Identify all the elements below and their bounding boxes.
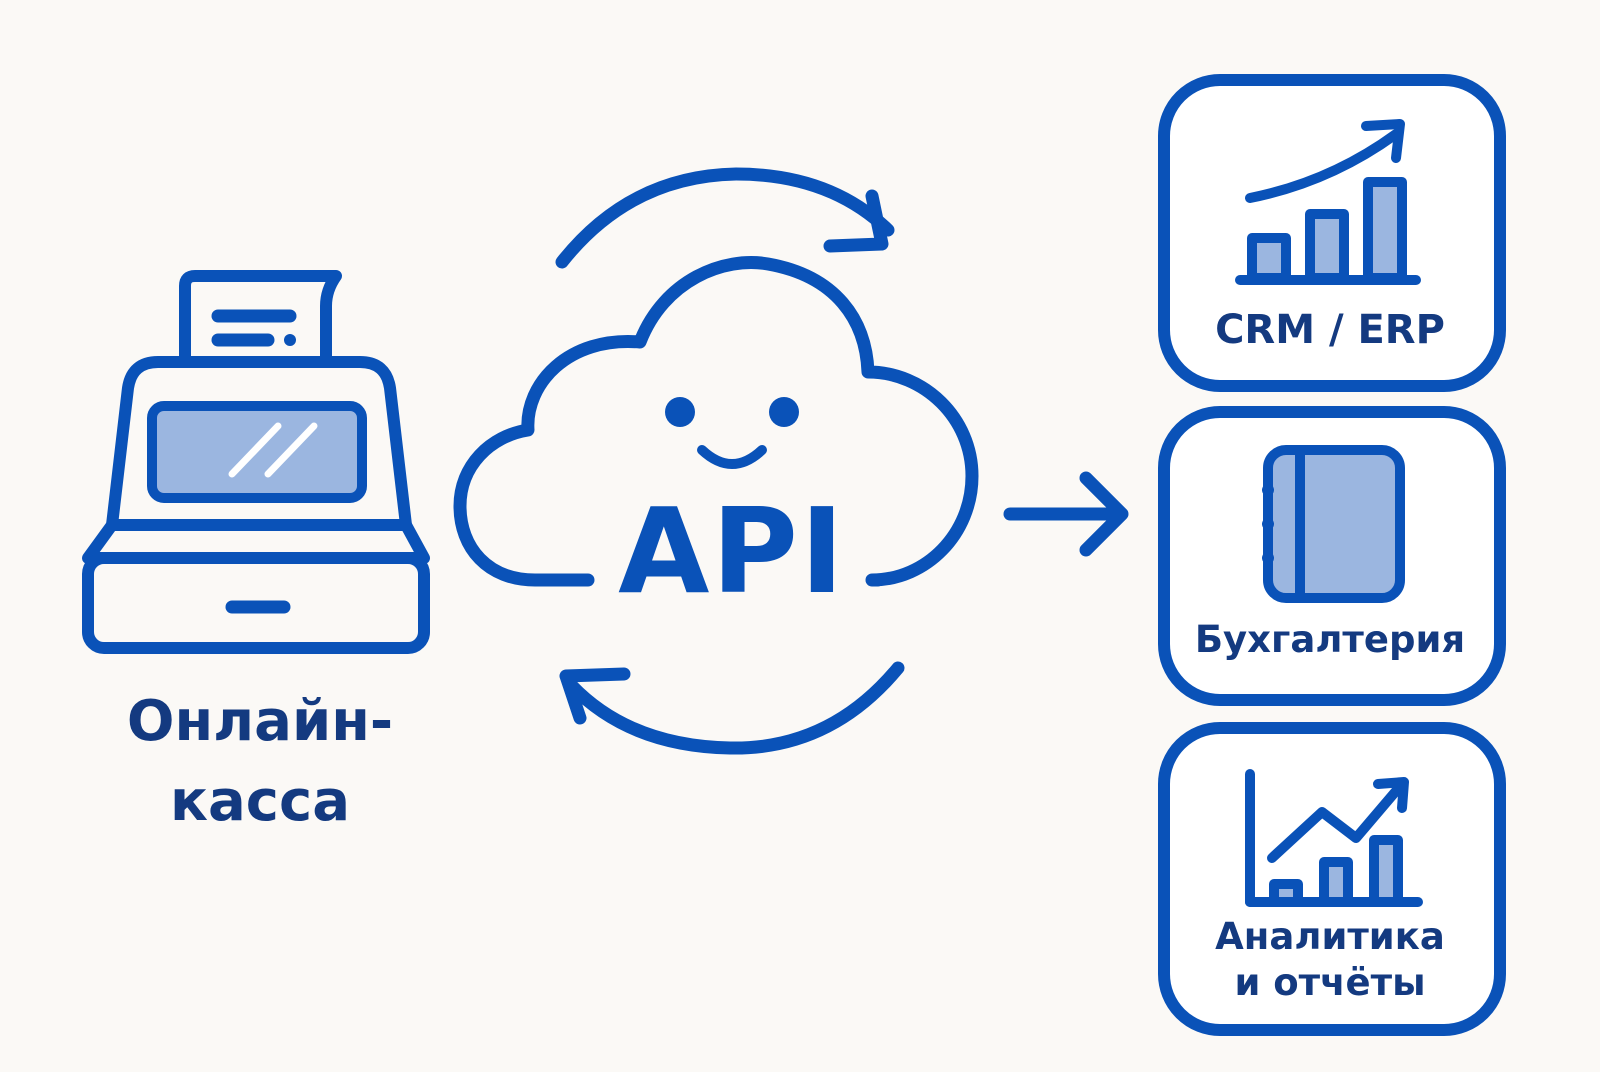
bar-1 [1269,879,1303,907]
register-label-line1: Онлайн- [126,689,394,754]
screen-glare-1 [228,422,282,478]
notebook-icon [1262,445,1405,603]
analytics-label-line2: и отчёты [1234,961,1426,1004]
trend-line [1245,129,1401,203]
smiling-cloud-icon: API [453,256,979,620]
sync-arrow-top [555,167,895,269]
trend-arrowhead [1361,119,1405,163]
register-counter [82,519,430,564]
register-label: Онлайн- касса [60,682,460,842]
cash-register-icon [82,270,430,654]
arrow-head [1079,471,1129,557]
right-arrow-icon [1003,471,1129,557]
analytics-label: Аналитика и отчёты [1160,914,1500,1006]
card-accounting [1158,406,1506,706]
trend-arrowhead [1373,777,1409,813]
sync-arrow-bottom-head [559,667,631,725]
bar-3 [1369,835,1403,907]
card-analytics [1158,722,1506,1036]
ring-1 [1262,484,1274,496]
bar-1 [1247,233,1291,283]
register-label-line2: касса [170,769,350,834]
card-crm-erp [1158,74,1506,392]
analytics-label-line1: Аналитика [1215,915,1445,958]
cloud-smile [697,445,767,469]
bar-2 [1319,857,1353,907]
cloud-eye-left [665,397,695,427]
notebook-cover [1263,445,1405,603]
analytics-chart-icon [1245,769,1423,907]
accounting-label: Бухгалтерия [1194,618,1466,661]
sync-arrow-top-head [823,189,889,253]
circular-sync-arrows-icon [555,167,905,755]
crm-erp-label: CRM / ERP [1215,307,1445,353]
bar-3 [1363,177,1407,283]
growth-bar-chart-icon [1235,119,1421,285]
screen-glare-2 [264,422,318,478]
receipt-paper [179,270,342,376]
trend-line [1267,779,1407,863]
ring-3 [1262,552,1274,564]
ring-2 [1262,518,1274,530]
api-label: API [618,482,846,620]
receipt-dot [284,334,296,346]
cloud-outline [453,256,979,587]
sync-arrow-bottom [565,661,905,755]
bar-2 [1305,209,1349,283]
cloud-eye-right [769,397,799,427]
